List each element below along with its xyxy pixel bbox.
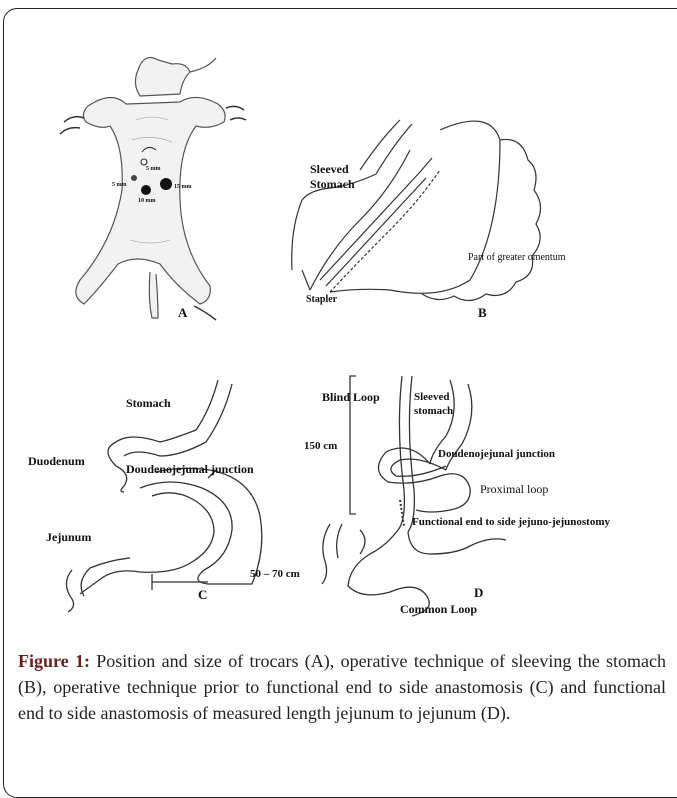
length-50-70-label: 50 – 70 cm bbox=[250, 568, 300, 580]
anastomosis-label: Functional end to side jejuno-jejunostom… bbox=[412, 516, 610, 528]
duodenum-label: Duodenum bbox=[28, 454, 85, 469]
sleeved-stomach-d-label: Sleeved stomach bbox=[414, 390, 453, 418]
figure-label: Figure 1: bbox=[18, 651, 90, 671]
trocar-5mm-left-marker bbox=[131, 175, 137, 181]
dj-junction-d-label: Doudenojejunal junction bbox=[438, 448, 555, 460]
panel-b-letter: B bbox=[478, 305, 487, 321]
common-loop-label: Common Loop bbox=[400, 602, 477, 617]
panel-a-illustration: 5 mm 5 mm 15 mm 10 mm A bbox=[40, 50, 270, 330]
proximal-loop-label: Proximal loop bbox=[480, 482, 548, 497]
caption-text: Position and size of trocars (A), operat… bbox=[18, 651, 666, 723]
trocar-15mm-marker bbox=[160, 178, 172, 190]
panel-d-letter: D bbox=[474, 585, 483, 601]
trocar-label-5mm-left: 5 mm bbox=[112, 182, 127, 188]
jejunum-label: Jejunum bbox=[46, 530, 91, 545]
length-150cm-label: 150 cm bbox=[304, 440, 337, 452]
trocar-label-5mm-top: 5 mm bbox=[146, 166, 161, 172]
stapler-label: Stapler bbox=[306, 294, 337, 305]
trocar-label-10mm: 10 mm bbox=[138, 198, 156, 204]
panel-d-illustration: Blind Loop Sleeved stomach 150 cm Douden… bbox=[300, 370, 630, 620]
panel-a-letter: A bbox=[178, 305, 187, 321]
dj-junction-label: Doudenojejunal junction bbox=[126, 462, 254, 477]
stomach-label: Stomach bbox=[126, 396, 171, 411]
greater-omentum-label: Part of greater omentum bbox=[468, 252, 565, 263]
panel-c-letter: C bbox=[198, 587, 207, 603]
trocar-label-15mm: 15 mm bbox=[174, 184, 192, 190]
blind-loop-label: Blind Loop bbox=[322, 390, 380, 405]
panel-b-illustration: Sleeved Stomach Part of greater omentum … bbox=[290, 110, 590, 330]
trocar-10mm-marker bbox=[141, 185, 151, 195]
sleeved-stomach-label: Sleeved Stomach bbox=[310, 162, 355, 192]
figure-caption: Figure 1: Position and size of trocars (… bbox=[18, 648, 666, 726]
trocar-5mm-top-marker bbox=[141, 159, 147, 165]
rat-drawing bbox=[40, 50, 270, 330]
jejuno-jejunostomy-drawing bbox=[300, 370, 630, 620]
panel-c-illustration: Stomach Duodenum Doudenojejunal junction… bbox=[20, 370, 300, 620]
